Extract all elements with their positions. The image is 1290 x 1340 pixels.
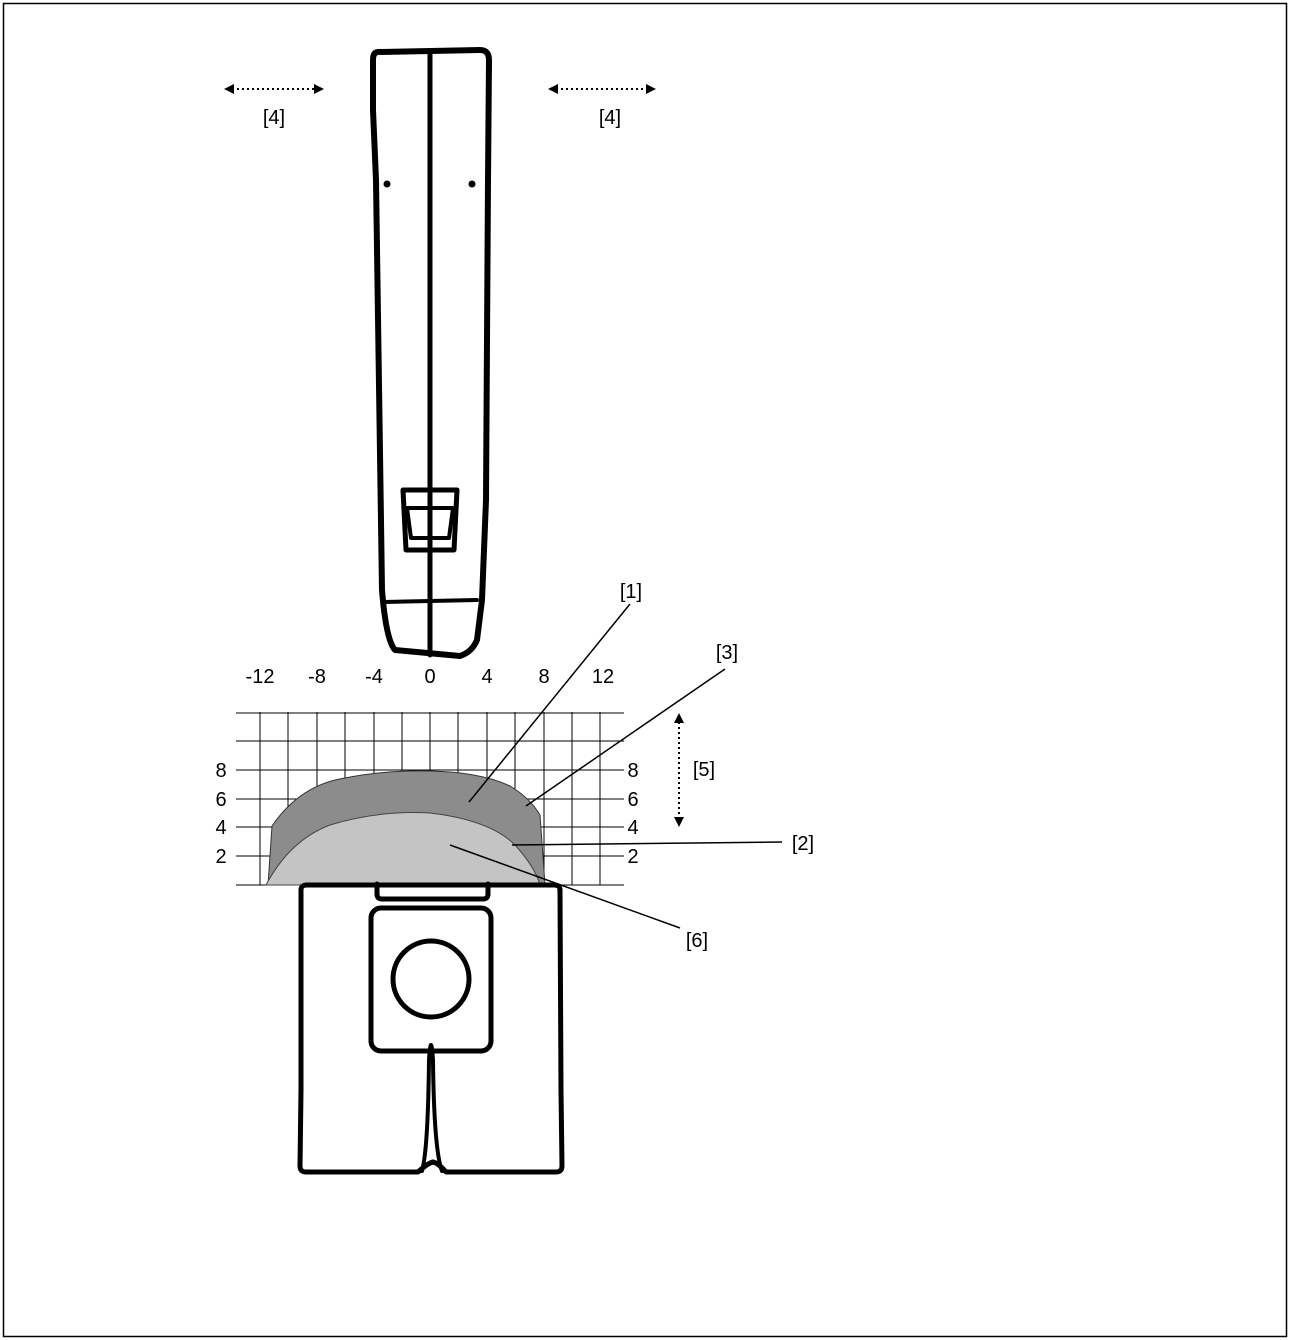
y-tick-right: 6 bbox=[627, 789, 638, 811]
label-6: [6] bbox=[686, 930, 708, 952]
x-tick: 8 bbox=[538, 666, 549, 688]
y-tick-left: 2 bbox=[215, 846, 226, 868]
y-tick-left: 6 bbox=[215, 789, 226, 811]
label-1: [1] bbox=[620, 581, 642, 603]
x-tick: 12 bbox=[592, 666, 614, 688]
arrow-left bbox=[224, 84, 324, 94]
label-4-left: [4] bbox=[263, 107, 285, 129]
y-axis-ticks-right: 8 6 4 2 bbox=[627, 760, 638, 868]
leader-1 bbox=[468, 603, 631, 803]
y-axis-ticks-left: 8 6 4 2 bbox=[215, 760, 226, 868]
inner-detection-zone bbox=[265, 812, 541, 886]
base-window bbox=[368, 905, 494, 1054]
range-arrow-vertical bbox=[674, 713, 684, 827]
x-tick: 0 bbox=[424, 666, 435, 688]
leader-2 bbox=[511, 841, 783, 846]
x-tick: 4 bbox=[481, 666, 492, 688]
probe-dot-right bbox=[468, 180, 476, 188]
leader-6 bbox=[449, 844, 681, 929]
probe-switch-outer bbox=[400, 487, 460, 553]
base-neck bbox=[374, 881, 491, 902]
label-2: [2] bbox=[792, 833, 814, 855]
x-tick: -8 bbox=[308, 666, 326, 688]
x-axis-ticks: -12 -8 -4 0 4 8 12 bbox=[246, 666, 615, 688]
y-tick-right: 2 bbox=[627, 846, 638, 868]
base-body bbox=[297, 882, 565, 1175]
label-3: [3] bbox=[716, 642, 738, 664]
base-unit bbox=[297, 881, 565, 1175]
probe bbox=[370, 47, 492, 659]
y-tick-left: 8 bbox=[215, 760, 226, 782]
y-tick-left: 4 bbox=[215, 817, 226, 839]
leader-3 bbox=[525, 668, 726, 807]
x-tick: -12 bbox=[246, 666, 275, 688]
base-sensor bbox=[390, 938, 472, 1020]
label-4-right: [4] bbox=[599, 107, 621, 129]
y-tick-right: 8 bbox=[627, 760, 638, 782]
label-5: [5] bbox=[693, 759, 715, 781]
probe-tip-seam bbox=[381, 598, 479, 604]
probe-body-outline bbox=[370, 47, 492, 659]
base-slot bbox=[420, 1043, 444, 1173]
x-tick: -4 bbox=[365, 666, 383, 688]
probe-dot-left bbox=[383, 180, 391, 188]
probe-switch-inner bbox=[405, 506, 455, 540]
y-tick-right: 4 bbox=[627, 817, 638, 839]
arrow-right bbox=[548, 84, 656, 94]
